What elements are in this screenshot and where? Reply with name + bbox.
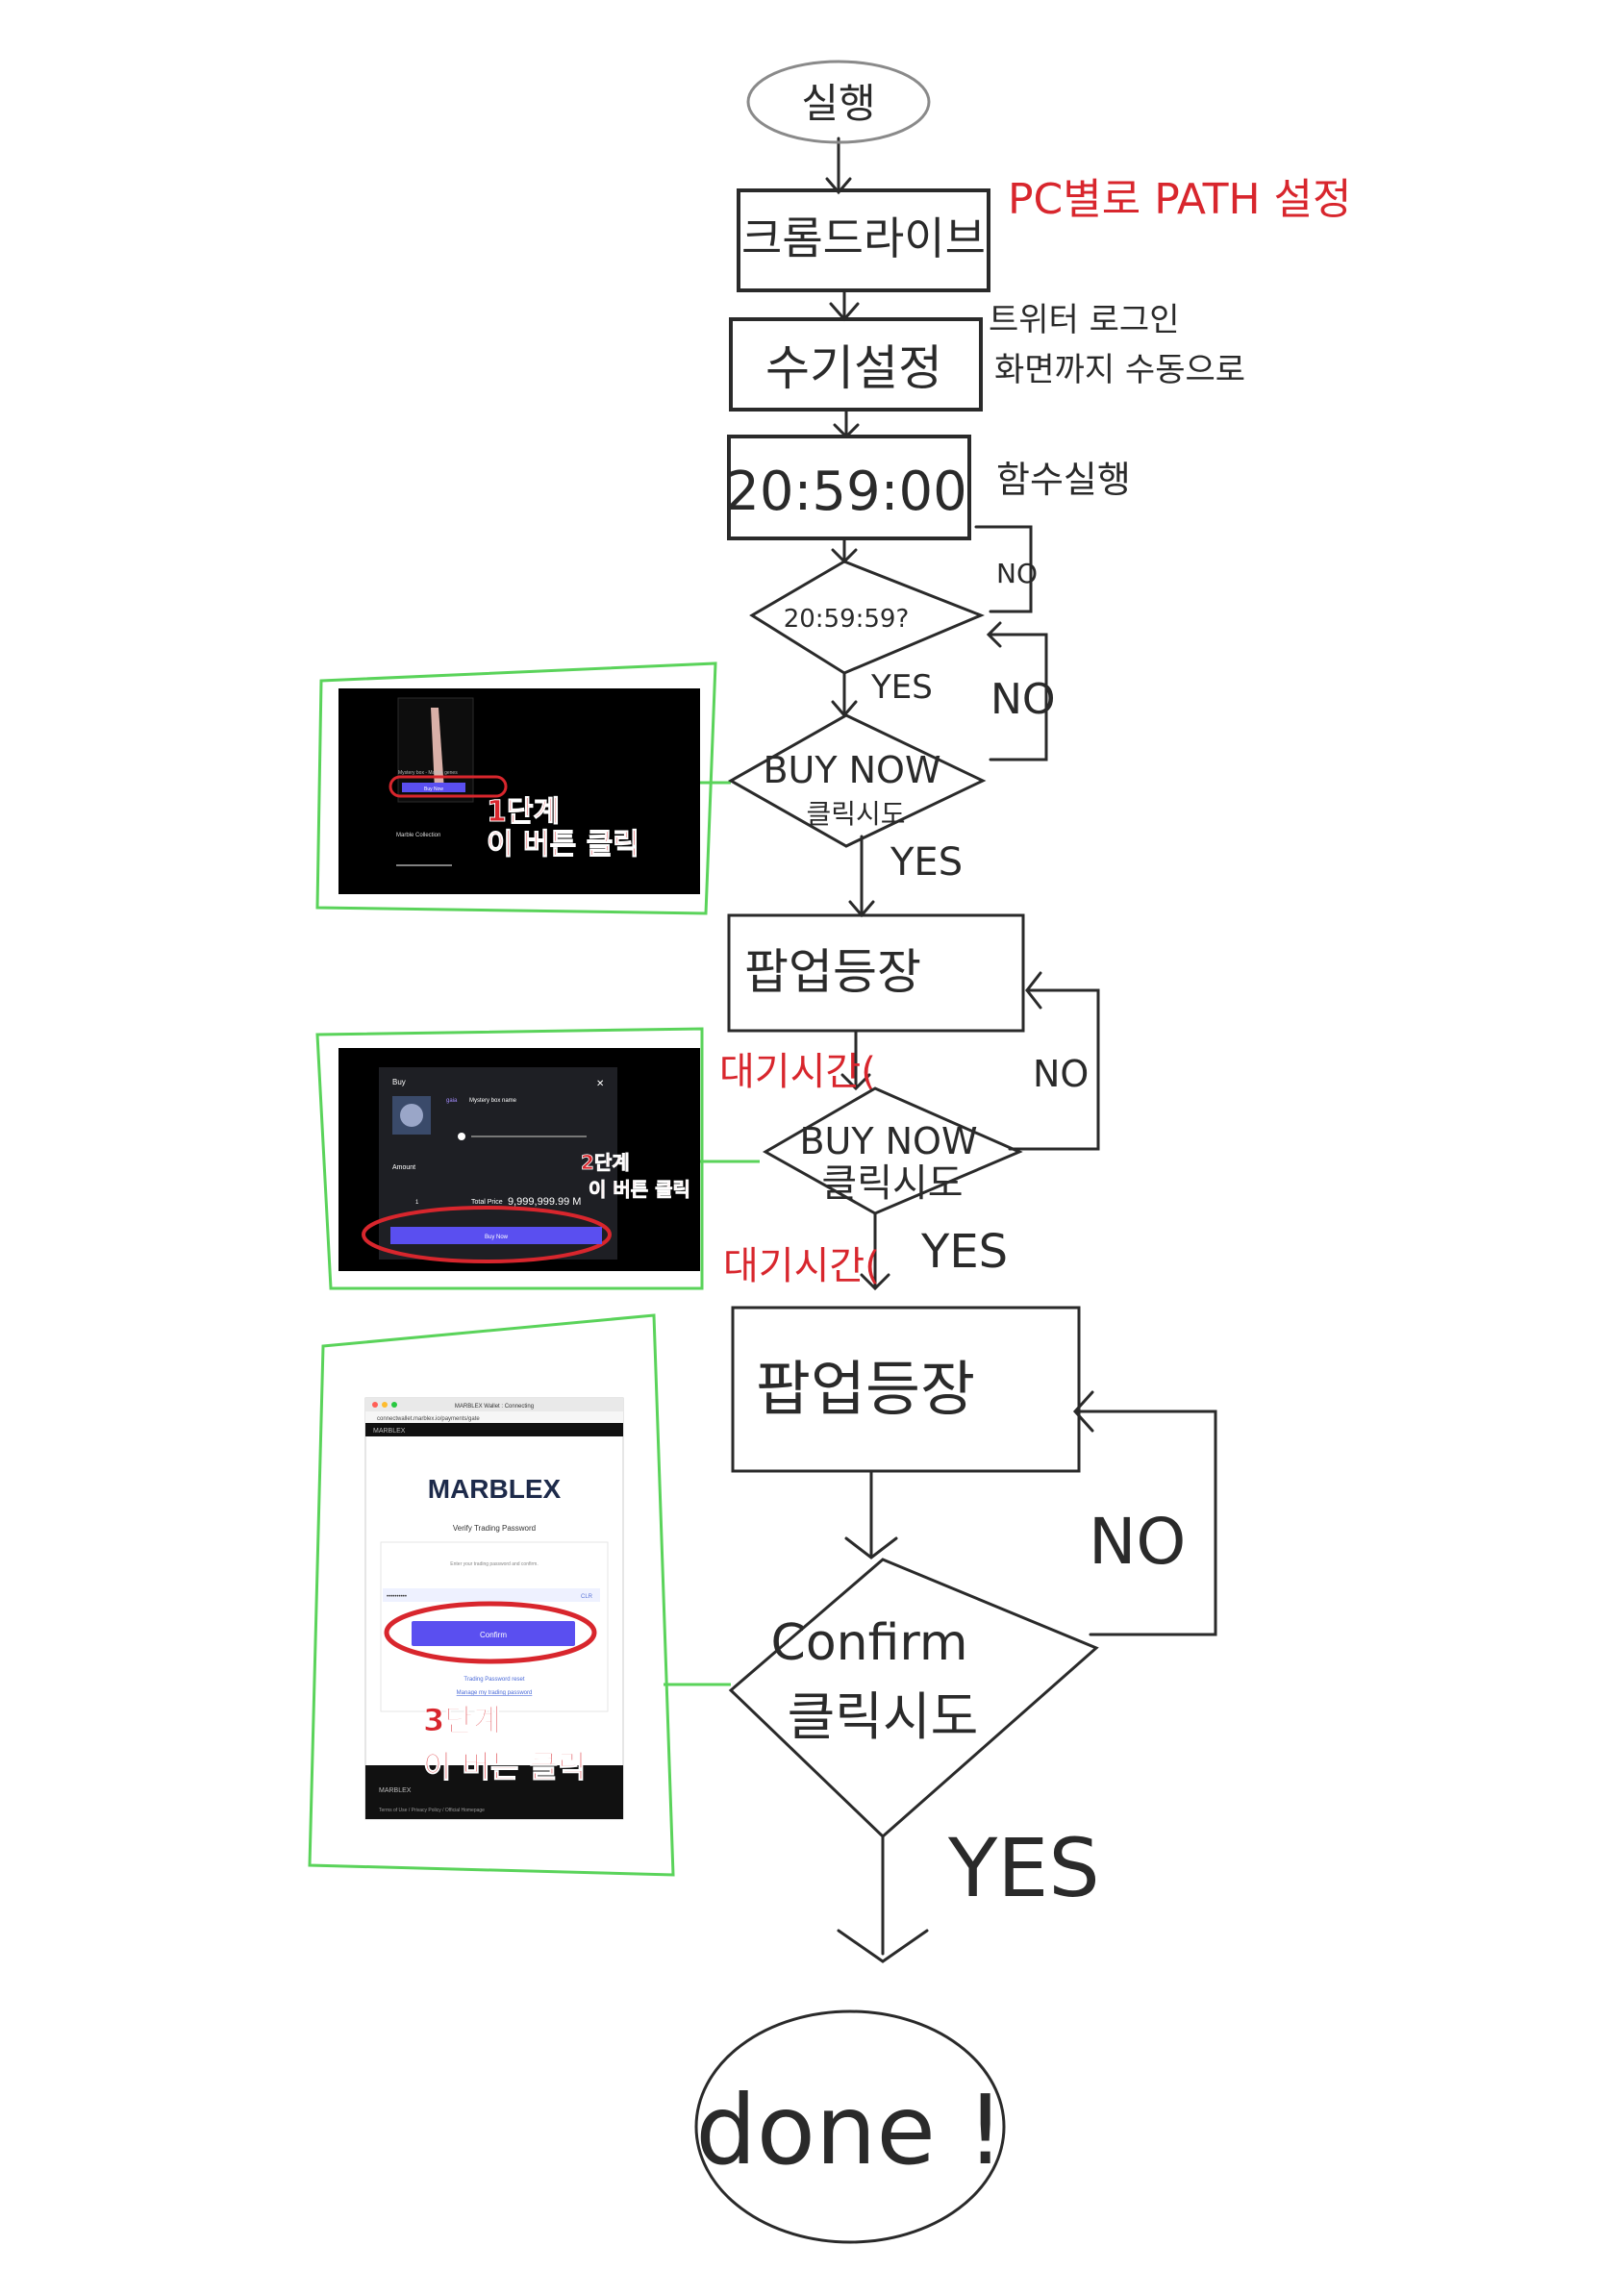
buy-decision-1-line1: BUY NOW — [763, 749, 940, 791]
shot3-annotation-line1: 3단계 — [423, 1702, 501, 1738]
shot2-amount-label: Amount — [392, 1164, 415, 1171]
shot1-buy-button: Buy Now — [424, 786, 443, 792]
shot2-annotation-line1: 2단계 — [581, 1151, 630, 1174]
connectors — [825, 137, 1217, 1963]
manual-setup-process: 수기설정 트위터 로그인 화면까지 수동으로 — [729, 301, 1245, 412]
confirm-decision-line2: 클릭시도 — [788, 1686, 979, 1747]
buy-decision-2-yes: YES — [920, 1225, 1008, 1279]
wait-2-label: 대기시간( — [723, 1244, 880, 1288]
shot2-quantity: 1 — [415, 1200, 419, 1206]
start-terminal: 실행 — [746, 60, 931, 144]
popup-2-label: 팝업등장 — [756, 1354, 975, 1424]
shot1-section-title: Marble Collection — [396, 833, 440, 838]
shot2-buy-button: Buy Now — [485, 1235, 509, 1240]
time-decision-no: NO — [996, 558, 1038, 589]
shot1-annotation-line2: 이 버튼 클릭 — [487, 828, 639, 861]
start-label: 실행 — [801, 80, 875, 127]
time-note: 함수실행 — [996, 459, 1131, 501]
time-label: 20:59:00 — [725, 461, 967, 523]
shot1-item-title: Mystery box - Marble genes — [398, 770, 458, 776]
wait-1-label: 대기시간( — [719, 1050, 876, 1094]
chromedriver-process: 크롬드라이브 PC별로 PATH 설정 — [737, 175, 1352, 292]
buy-decision-2: BUY NOW 클릭시도 NO YES 대기시간( — [723, 1053, 1089, 1288]
screenshot-1-frame: Mystery box - Marble genes Buy Now Marbl… — [315, 661, 717, 915]
popup-process-2: 팝업등장 NO — [731, 1306, 1186, 1579]
chromedriver-note: PC별로 PATH 설정 — [1008, 175, 1352, 224]
time-decision: 20:59:59? NO YES — [749, 558, 1038, 707]
popup-process-1: 팝업등장 대기시간( — [719, 913, 1025, 1094]
screenshot-2-frame: Buy ✕ gaia Mystery box name Amount 1 Tot… — [315, 1027, 704, 1290]
shot3-link-1: Trading Password reset — [464, 1677, 524, 1683]
shot3-footer-brand: MARBLEX — [379, 1787, 412, 1794]
shot3-confirm-button: Confirm — [480, 1631, 507, 1639]
screenshot-connectors — [664, 781, 760, 1686]
time-process: 20:59:00 함수실행 — [725, 435, 1131, 540]
buy-decision-2-line2: 클릭시도 — [821, 1161, 963, 1206]
shot3-logo: MARBLEX — [428, 1474, 562, 1504]
shot3-password: •••••••••• — [387, 1594, 407, 1600]
shot2-item-brand: gaia — [446, 1098, 458, 1104]
buy-decision-1: BUY NOW 클릭시도 NO YES — [727, 675, 1056, 885]
end-label: done ! — [695, 2074, 1004, 2186]
shot1-annotation-line1: 1단계 — [487, 795, 560, 829]
buy-decision-1-line2: 클릭시도 — [806, 798, 905, 830]
shot2-annotation-line2: 이 버튼 클릭 — [589, 1178, 690, 1201]
buy-decision-2-line1: BUY NOW — [799, 1120, 977, 1162]
shot2-item-name: Mystery box name — [469, 1098, 517, 1104]
shot2-total-value: 9,999,999.99 M — [508, 1196, 581, 1208]
shot3-show: CLR — [581, 1594, 593, 1600]
end-terminal: done ! — [694, 2009, 1006, 2244]
manual-note-line2: 화면까지 수동으로 — [994, 351, 1245, 389]
confirm-decision-line1: Confirm — [771, 1614, 968, 1672]
shot3-annotation-line2: 이 버튼 클릭 — [423, 1748, 586, 1784]
manual-setup-label: 수기설정 — [765, 340, 942, 396]
shot3-hint: Enter your trading password and confirm. — [450, 1561, 538, 1567]
shot3-subtitle: Verify Trading Password — [453, 1524, 536, 1533]
shot3-url: connectwallet.marblex.io/payments/gate — [377, 1416, 480, 1422]
buy-decision-1-yes: YES — [890, 840, 963, 885]
buy-decision-2-no: NO — [1033, 1053, 1089, 1095]
shot2-close: ✕ — [596, 1079, 604, 1089]
chromedriver-label: 크롬드라이브 — [741, 212, 986, 264]
shot3-footer-links: Terms of Use / Privacy Policy / Official… — [379, 1808, 485, 1813]
screenshot-3-frame: MARBLEX Wallet : Connecting connectwalle… — [308, 1313, 675, 1877]
shot3-header-brand: MARBLEX — [373, 1428, 406, 1435]
shot3-link-2: Manage my trading password — [457, 1690, 533, 1696]
popup-2-no: NO — [1089, 1505, 1186, 1579]
shot2-title: Buy — [392, 1078, 406, 1086]
confirm-decision: Confirm 클릭시도 YES — [728, 1558, 1100, 1915]
shot3-window-title: MARBLEX Wallet : Connecting — [455, 1404, 534, 1410]
popup-1-label: 팝업등장 — [744, 944, 921, 1000]
shot2-total-label: Total Price — [471, 1199, 503, 1206]
manual-note-line1: 트위터 로그인 — [989, 301, 1180, 339]
buy-decision-1-no: NO — [990, 675, 1056, 724]
time-decision-yes: YES — [870, 668, 933, 707]
time-decision-label: 20:59:59? — [784, 605, 910, 634]
confirm-decision-yes: YES — [947, 1821, 1100, 1915]
